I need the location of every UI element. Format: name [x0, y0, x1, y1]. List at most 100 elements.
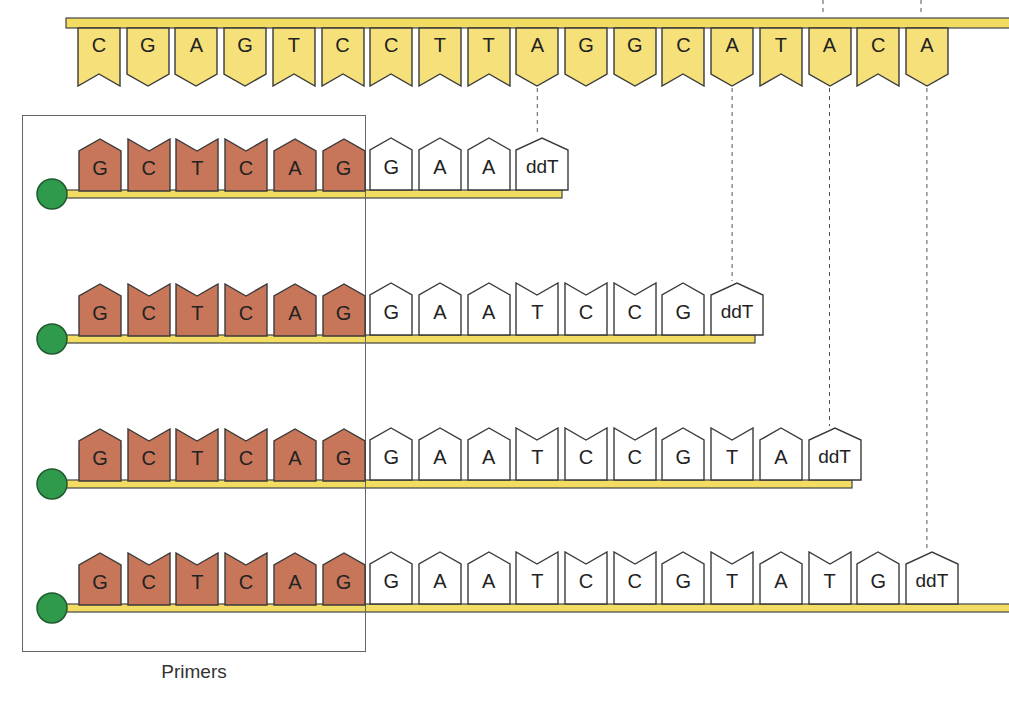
base-shape: [614, 283, 656, 335]
template-base: C: [370, 28, 412, 86]
base-letter: C: [322, 28, 364, 56]
primer-base: A: [274, 553, 316, 605]
template-base: G: [565, 28, 607, 86]
base-letter: T: [176, 139, 218, 179]
base-shape: [468, 138, 510, 190]
template-base: C: [857, 28, 899, 86]
base-shape: [128, 553, 170, 605]
synthesized-base: C: [565, 428, 607, 480]
base-letter: G: [662, 283, 704, 323]
base-shape: [906, 28, 948, 86]
base-shape: [127, 28, 169, 86]
pairing-guide: [829, 88, 830, 426]
base-shape: [175, 28, 217, 86]
base-letter: A: [419, 428, 461, 468]
base-letter: G: [79, 139, 121, 179]
base-letter: A: [274, 284, 316, 324]
base-letter: C: [370, 28, 412, 56]
base-shape: [516, 552, 558, 604]
base-shape: [662, 428, 704, 480]
primer-base: C: [128, 429, 170, 481]
synthesized-base: C: [614, 283, 656, 335]
base-shape: [176, 139, 218, 191]
base-letter: C: [128, 139, 170, 179]
base-shape: [468, 428, 510, 480]
template-base: A: [175, 28, 217, 86]
base-letter: T: [176, 553, 218, 593]
base-shape: [711, 428, 753, 480]
base-shape: [370, 552, 412, 604]
primer-base: G: [79, 429, 121, 481]
template-base: T: [273, 28, 315, 86]
template-base: C: [322, 28, 364, 86]
synthesized-base: T: [711, 552, 753, 604]
label-dot: [37, 179, 67, 209]
base-shape: [419, 428, 461, 480]
base-shape: [419, 552, 461, 604]
base-shape: [176, 553, 218, 605]
base-shape: [711, 283, 763, 335]
base-letter: A: [274, 429, 316, 469]
base-shape: [419, 283, 461, 335]
template-base: C: [78, 28, 120, 86]
base-shape: [323, 139, 365, 191]
base-shape: [176, 284, 218, 336]
base-shape: [370, 283, 412, 335]
base-letter: G: [857, 552, 899, 592]
base-letter: G: [224, 28, 266, 56]
pairing-guide: [732, 88, 733, 281]
template-base: G: [224, 28, 266, 86]
synthesized-base: A: [419, 138, 461, 190]
label-dot: [37, 593, 67, 623]
base-letter: C: [225, 284, 267, 324]
synthesized-base: ddT: [809, 428, 861, 480]
base-shape: [79, 284, 121, 336]
base-letter: C: [565, 428, 607, 468]
pairing-guide: [537, 88, 538, 136]
primer-base: C: [128, 553, 170, 605]
base-shape: [225, 429, 267, 481]
base-shape: [273, 28, 315, 86]
synthesized-base: C: [565, 552, 607, 604]
base-letter: G: [370, 552, 412, 592]
base-shape: [323, 284, 365, 336]
base-shape: [565, 28, 607, 86]
base-shape: [906, 552, 958, 604]
base-letter: A: [809, 28, 851, 56]
primer-base: G: [323, 429, 365, 481]
base-shape: [516, 138, 568, 190]
synthesized-base: A: [468, 428, 510, 480]
base-letter: C: [565, 552, 607, 592]
base-shape: [225, 139, 267, 191]
base-letter: G: [370, 283, 412, 323]
base-letter: C: [225, 429, 267, 469]
base-shape: [760, 552, 802, 604]
base-shape: [79, 553, 121, 605]
base-letter: G: [323, 429, 365, 469]
base-letter: T: [711, 552, 753, 592]
primer-base: A: [274, 429, 316, 481]
base-shape: [614, 552, 656, 604]
base-shape: [128, 429, 170, 481]
base-letter: A: [419, 283, 461, 323]
base-shape: [711, 552, 753, 604]
base-letter: T: [711, 428, 753, 468]
base-letter: C: [614, 283, 656, 323]
base-shape: [370, 428, 412, 480]
base-letter: A: [516, 28, 558, 56]
synthesized-base: C: [614, 428, 656, 480]
synthesized-base: ddT: [906, 552, 958, 604]
synthesized-base: A: [468, 552, 510, 604]
base-letter: T: [516, 428, 558, 468]
synthesized-base: G: [662, 283, 704, 335]
base-letter: C: [225, 139, 267, 179]
base-letter: C: [225, 553, 267, 593]
template-base: T: [760, 28, 802, 86]
base-shape: [370, 138, 412, 190]
base-shape: [225, 553, 267, 605]
base-letter: C: [662, 28, 704, 56]
base-shape: [809, 552, 851, 604]
primer-base: G: [79, 553, 121, 605]
base-letter: A: [274, 553, 316, 593]
base-shape: [274, 284, 316, 336]
